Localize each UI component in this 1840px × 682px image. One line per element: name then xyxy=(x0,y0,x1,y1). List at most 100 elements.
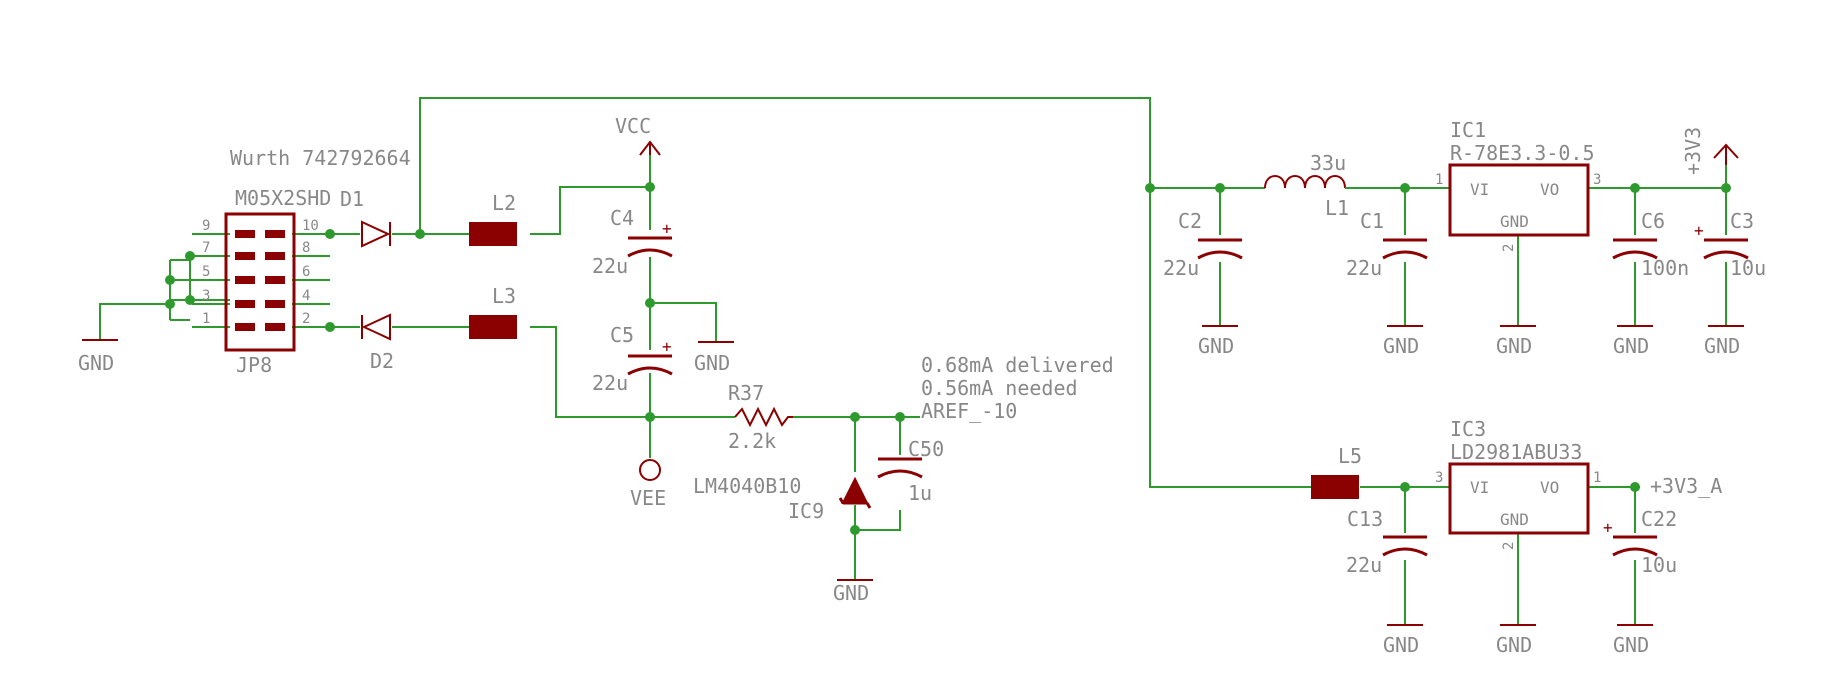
v3v3-symbol: +3V3 xyxy=(1681,127,1739,175)
ferrite-l2-label: L2 xyxy=(492,191,516,215)
junction-dot xyxy=(1215,183,1225,193)
gnd-symbol: GND xyxy=(78,339,118,375)
regulator-ic1: IC1 R-78E3.3-0.5 VI VO GND 1 3 2 xyxy=(1435,118,1601,252)
pin-label: 3 xyxy=(202,288,210,304)
c1-name: C1 xyxy=(1360,209,1384,233)
c4-plus: + xyxy=(662,219,672,238)
ic3-pin-in: 3 xyxy=(1435,470,1443,486)
pin-label: 7 xyxy=(202,240,210,256)
vee-label: VEE xyxy=(630,486,666,510)
c22-value: 10u xyxy=(1641,553,1677,577)
c4-name: C4 xyxy=(610,206,634,230)
connector-note: Wurth 742792664 xyxy=(230,146,411,170)
junction-dot xyxy=(1630,183,1640,193)
junction-dot xyxy=(645,412,655,422)
gnd-symbol: GND xyxy=(833,579,873,605)
junction-dot xyxy=(325,322,335,332)
ic3-pin-out: 1 xyxy=(1593,470,1601,486)
junction-dot xyxy=(415,229,425,239)
aref-needed: 0.56mA needed xyxy=(921,376,1078,400)
r37-name: R37 xyxy=(728,381,764,405)
c5-name: C5 xyxy=(610,323,634,347)
pin-label: 6 xyxy=(302,264,310,280)
ic1-pin-out: 3 xyxy=(1593,172,1601,188)
ic3-gnd: GND xyxy=(1500,510,1529,529)
aref-net: AREF_-10 xyxy=(921,399,1017,423)
junction-dot xyxy=(165,275,175,285)
diode-d2: D2 xyxy=(361,313,394,373)
inductor-value: 33u xyxy=(1310,151,1346,175)
vee-symbol: VEE xyxy=(630,459,666,510)
c5-value: 22u xyxy=(592,371,628,395)
r37-value: 2.2k xyxy=(728,429,776,453)
ferrite-l2: L2 xyxy=(469,191,517,246)
capacitor-c6: C6 100n xyxy=(1612,209,1689,280)
junction-dot xyxy=(185,295,195,305)
gnd-label: GND xyxy=(1704,334,1740,358)
reference-ic9: LM4040B10 IC9 xyxy=(693,474,872,523)
gnd-label: GND xyxy=(1383,334,1419,358)
gnd-symbol: GND xyxy=(1613,624,1653,657)
c3-value: 10u xyxy=(1730,256,1766,280)
junction-dot xyxy=(645,182,655,192)
ic3-pin-gnd: 2 xyxy=(1501,542,1517,550)
inductor-name: L1 xyxy=(1325,196,1349,220)
diode-d1-label: D1 xyxy=(340,187,364,211)
c50-value: 1u xyxy=(908,481,932,505)
junction-dot xyxy=(1721,183,1731,193)
pin-label: 5 xyxy=(202,264,210,280)
capacitor-c50: C50 1u xyxy=(877,437,944,505)
v3v3-a-label: +3V3_A xyxy=(1650,474,1722,498)
wires xyxy=(99,97,1727,625)
gnd-label: GND xyxy=(78,351,114,375)
gnd-label: GND xyxy=(694,351,730,375)
ic1-vi: VI xyxy=(1470,180,1489,199)
diode-d1: D1 xyxy=(340,187,391,248)
capacitor-c1: C1 22u xyxy=(1346,209,1428,280)
pin-label: 9 xyxy=(202,218,210,234)
capacitor-c13: C13 22u xyxy=(1346,507,1428,577)
capacitor-c5: + C5 22u xyxy=(592,323,673,395)
regulator-ic3: IC3 LD2981ABU33 VI VO GND 3 1 2 xyxy=(1435,417,1601,550)
ic3-part: LD2981ABU33 xyxy=(1450,440,1582,464)
junction-dot xyxy=(645,298,655,308)
ic3-name: IC3 xyxy=(1450,417,1486,441)
c5-plus: + xyxy=(662,337,672,356)
junction-dot xyxy=(165,299,175,309)
ic1-pin-gnd: 2 xyxy=(1501,244,1517,252)
pin-label: 1 xyxy=(202,311,210,327)
gnd-symbol: GND xyxy=(1704,325,1744,358)
resistor-r37: R37 2.2k xyxy=(728,381,793,453)
capacitor-c22: + C22 10u xyxy=(1603,507,1677,577)
ic1-vo: VO xyxy=(1540,180,1559,199)
inductor-l1: 33u L1 xyxy=(1264,151,1358,220)
c1-value: 22u xyxy=(1346,256,1382,280)
capacitor-c2: C2 22u xyxy=(1163,209,1243,280)
c13-value: 22u xyxy=(1346,553,1382,577)
connector-jp8: Wurth 742792664 M05X2SHD 9 10 7 8 5 6 3 … xyxy=(202,146,411,377)
vcc-label: VCC xyxy=(615,114,651,138)
junction-dot xyxy=(325,229,335,239)
c3-plus: + xyxy=(1694,221,1704,240)
c50-name: C50 xyxy=(908,437,944,461)
ic1-gnd: GND xyxy=(1500,212,1529,231)
c22-name: C22 xyxy=(1641,507,1677,531)
junction-dot xyxy=(185,251,195,261)
ic1-pin-in: 1 xyxy=(1435,172,1443,188)
c6-name: C6 xyxy=(1641,209,1665,233)
pin-label: 8 xyxy=(302,240,310,256)
ic1-part: R-78E3.3-0.5 xyxy=(1450,141,1595,165)
c22-plus: + xyxy=(1603,518,1613,537)
capacitor-c4: + C4 22u xyxy=(592,206,673,278)
aref-notes: 0.68mA delivered 0.56mA needed AREF_-10 xyxy=(921,353,1114,423)
pin-label: 2 xyxy=(302,311,310,327)
diode-d2-label: D2 xyxy=(370,349,394,373)
c13-name: C13 xyxy=(1347,507,1383,531)
ic3-vi: VI xyxy=(1470,478,1489,497)
gnd-symbol: GND xyxy=(1383,325,1423,358)
gnd-symbol: GND xyxy=(694,341,734,375)
ferrite-l5-label: L5 xyxy=(1338,444,1362,468)
gnd-label: GND xyxy=(1496,334,1532,358)
junction-dot xyxy=(850,525,860,535)
